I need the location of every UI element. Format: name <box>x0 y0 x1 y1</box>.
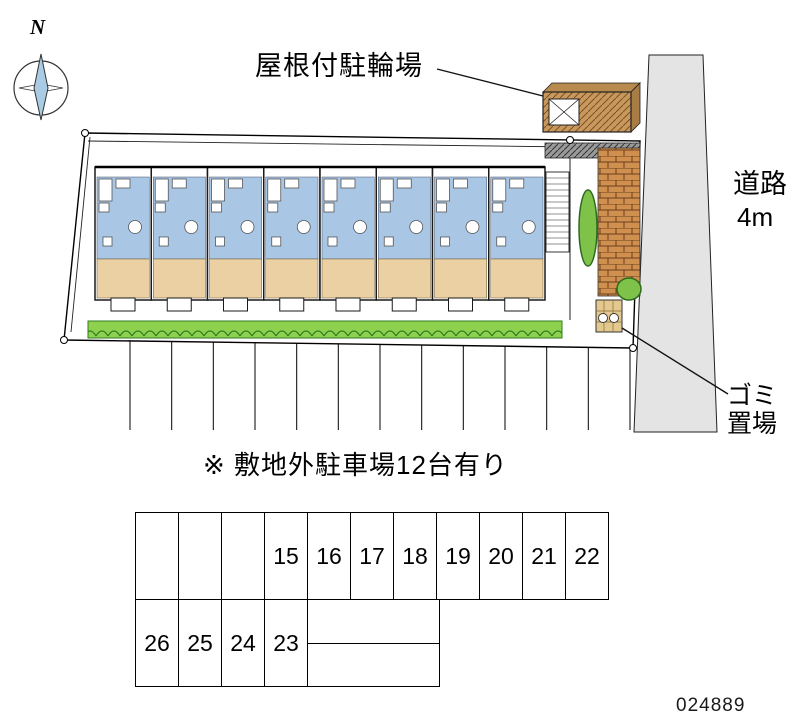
bike-shelter-label: 屋根付駐輪場 <box>255 51 423 81</box>
parking-space-20: 20 <box>479 512 523 600</box>
apartment-unit <box>206 166 265 312</box>
road-label: 道路 <box>733 169 787 199</box>
parking-space-19: 19 <box>436 512 480 600</box>
apartment-unit <box>431 166 490 312</box>
parking-space-21: 21 <box>522 512 566 600</box>
plan-number: 024889 <box>676 695 746 716</box>
compass-rose <box>13 53 69 121</box>
road-area <box>633 54 718 433</box>
bike-shelter <box>542 82 641 133</box>
apartment-unit <box>375 166 434 312</box>
bush <box>578 189 642 301</box>
garbage-station <box>595 299 623 333</box>
apartment-unit <box>319 166 377 312</box>
parking-space-15: 15 <box>264 512 308 600</box>
boundary-markers <box>60 129 637 352</box>
apartment-unit <box>150 166 209 312</box>
parking-space-empty-wide <box>307 599 440 687</box>
parking-grid: 15 16 17 18 19 20 21 22 26 25 24 23 <box>135 512 609 687</box>
hedge <box>87 320 563 339</box>
apartment-unit <box>488 166 546 312</box>
bike-shelter-leader-line <box>436 68 544 97</box>
parking-space-empty <box>178 512 222 600</box>
parking-grid-bottom-row: 26 25 24 23 <box>135 599 609 687</box>
garbage-label-line1: ゴミ <box>727 382 778 410</box>
parking-grid-top-row: 15 16 17 18 19 20 21 22 <box>135 512 609 600</box>
staircase <box>545 171 570 253</box>
parking-space-empty <box>135 512 179 600</box>
garbage-label-line2: 置場 <box>727 410 778 438</box>
parking-space-22: 22 <box>565 512 609 600</box>
apartment-building <box>94 165 546 312</box>
outdoor-parking-stalls <box>129 341 631 430</box>
compass-needle-icon <box>33 53 49 121</box>
parking-space-empty <box>221 512 265 600</box>
apartment-unit <box>263 166 321 312</box>
parking-space-16: 16 <box>307 512 351 600</box>
garbage-leader-line <box>621 327 729 395</box>
road-width-label: 4m <box>737 202 774 232</box>
note-text: ※ 敷地外駐車場12台有り <box>203 450 508 480</box>
parking-space-23: 23 <box>264 599 308 687</box>
parking-space-26: 26 <box>135 599 179 687</box>
brick-paving <box>597 147 641 297</box>
parking-space-17: 17 <box>350 512 394 600</box>
parking-space-25: 25 <box>178 599 222 687</box>
apartment-unit <box>94 166 152 312</box>
compass-north-label: N <box>30 15 46 39</box>
parking-space-18: 18 <box>393 512 437 600</box>
parking-space-24: 24 <box>221 599 265 687</box>
